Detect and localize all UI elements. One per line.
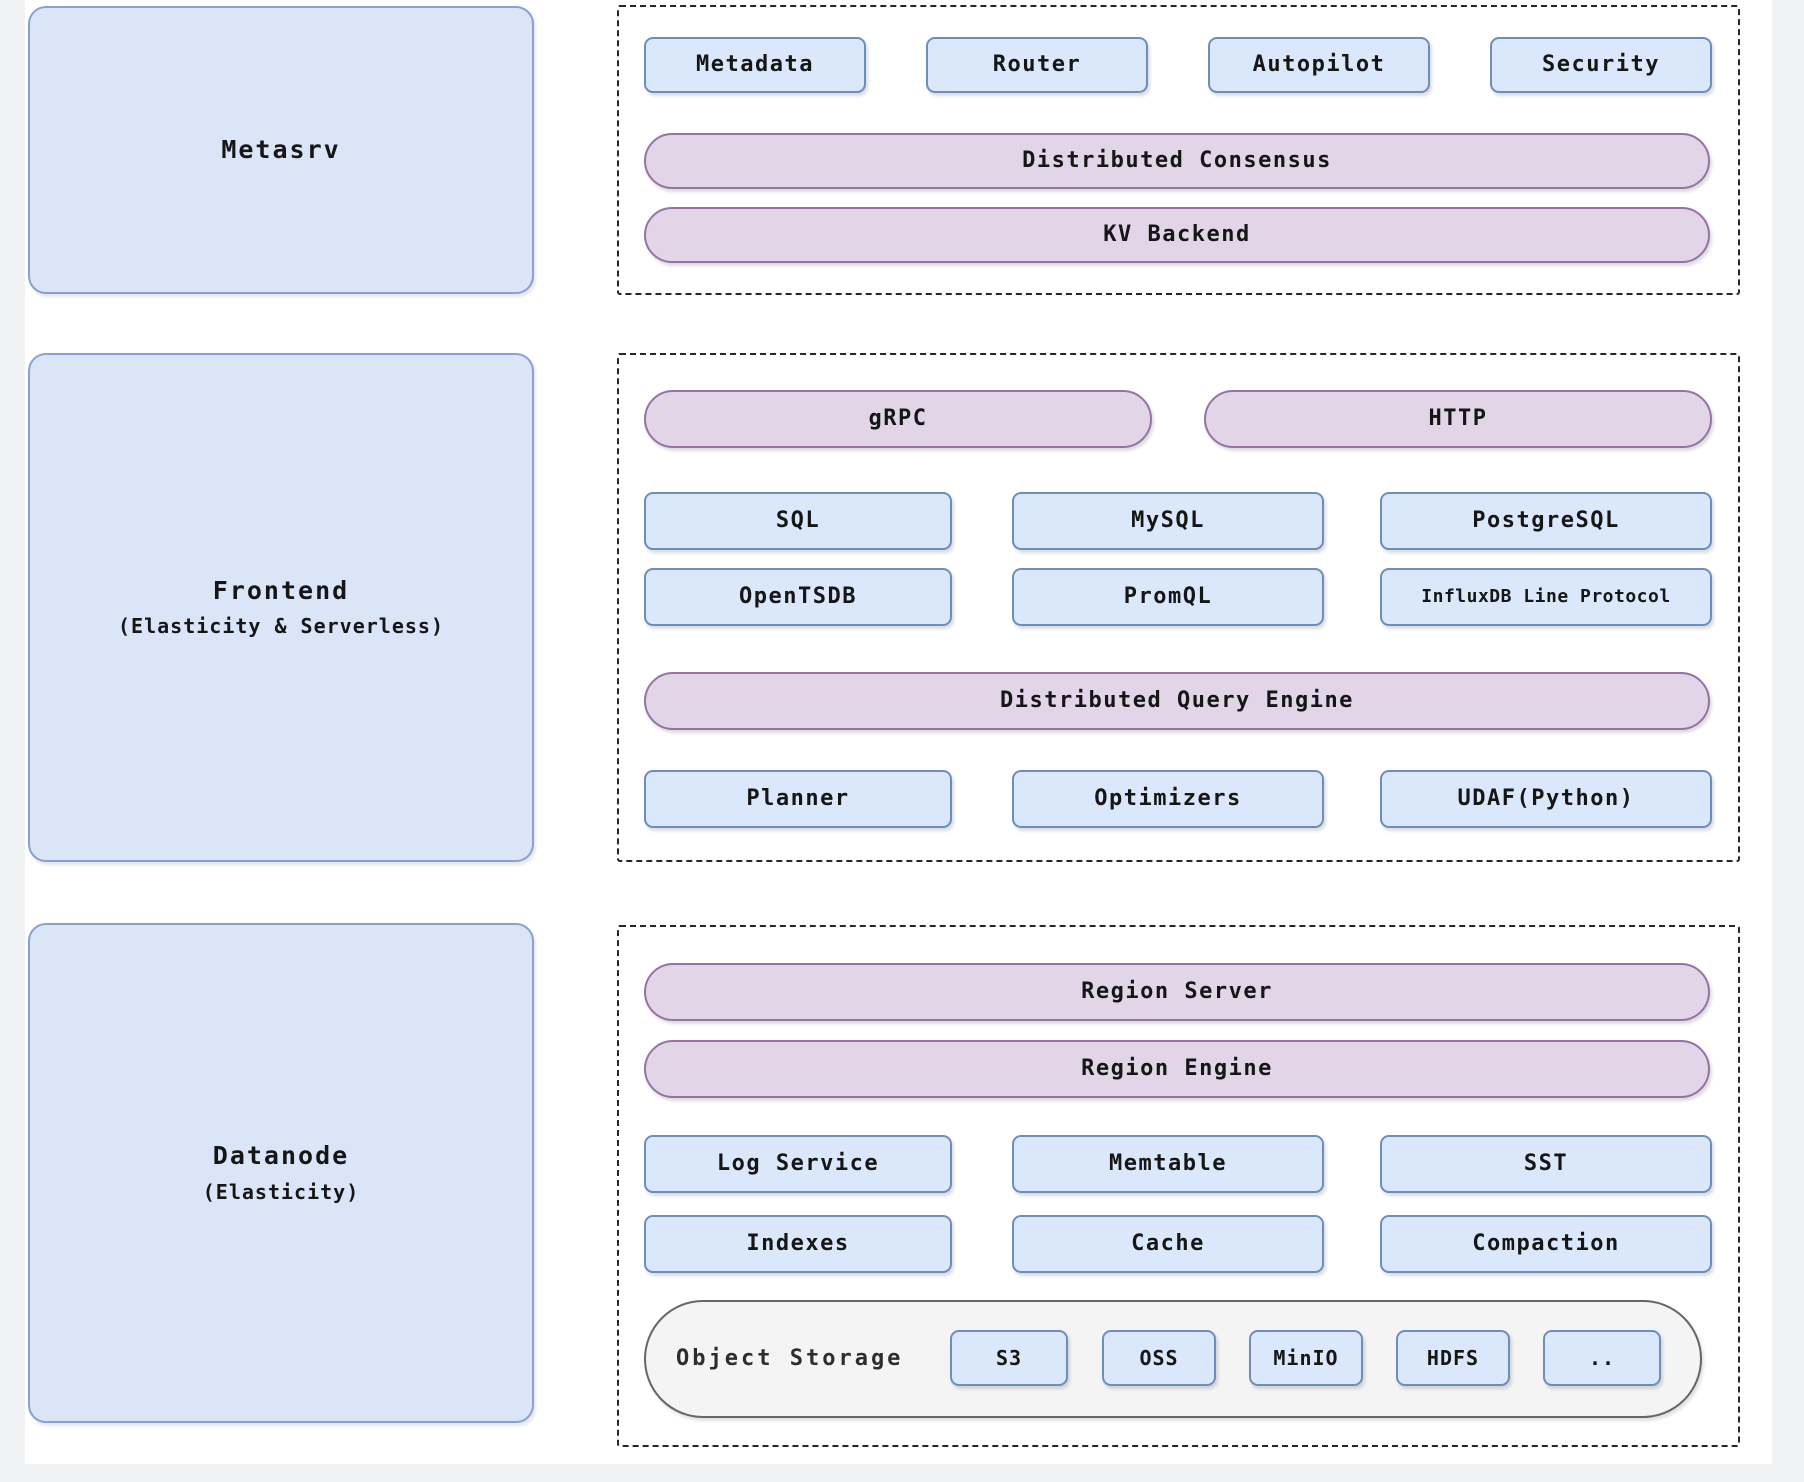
box-udaf-python: UDAF(Python) — [1380, 770, 1712, 828]
box-mysql: MySQL — [1012, 492, 1324, 550]
pill-region-server: Region Server — [644, 963, 1710, 1021]
box-cache: Cache — [1012, 1215, 1324, 1273]
pill-grpc: gRPC — [644, 390, 1152, 448]
box-log-service: Log Service — [644, 1135, 952, 1193]
datanode-panel — [617, 925, 1740, 1447]
frontend-title: Frontend — [212, 575, 350, 605]
box-opentsdb: OpenTSDB — [644, 568, 952, 626]
box-minio: MinIO — [1249, 1330, 1363, 1386]
frontend-panel — [617, 353, 1740, 862]
box-indexes: Indexes — [644, 1215, 952, 1273]
box-security: Security — [1490, 37, 1712, 93]
box-router: Router — [926, 37, 1148, 93]
datanode-subtitle: (Elasticity) — [202, 1179, 360, 1204]
box-sst: SST — [1380, 1135, 1712, 1193]
box-autopilot: Autopilot — [1208, 37, 1430, 93]
pill-kv-backend: KV Backend — [644, 207, 1710, 263]
pill-http: HTTP — [1204, 390, 1712, 448]
object-storage-label: Object Storage — [676, 1346, 904, 1372]
metasrv-node: Metasrv — [28, 6, 534, 294]
frontend-subtitle: (Elasticity & Serverless) — [117, 614, 445, 639]
pill-distributed-query-engine: Distributed Query Engine — [644, 672, 1710, 730]
box-sql: SQL — [644, 492, 952, 550]
box-s3: S3 — [950, 1330, 1068, 1386]
pill-distributed-consensus: Distributed Consensus — [644, 133, 1710, 189]
box-promql: PromQL — [1012, 568, 1324, 626]
box-metadata: Metadata — [644, 37, 866, 93]
box-postgresql: PostgreSQL — [1380, 492, 1712, 550]
metasrv-panel — [617, 5, 1740, 295]
metasrv-title: Metasrv — [221, 134, 341, 164]
box-oss: OSS — [1102, 1330, 1216, 1386]
box-planner: Planner — [644, 770, 952, 828]
datanode-title: Datanode — [212, 1141, 350, 1171]
box-hdfs: HDFS — [1396, 1330, 1510, 1386]
box-more-backends: .. — [1543, 1330, 1661, 1386]
datanode-node: Datanode (Elasticity) — [28, 923, 534, 1423]
box-influxdb-line-protocol: InfluxDB Line Protocol — [1380, 568, 1712, 626]
box-memtable: Memtable — [1012, 1135, 1324, 1193]
box-compaction: Compaction — [1380, 1215, 1712, 1273]
box-optimizers: Optimizers — [1012, 770, 1324, 828]
frontend-node: Frontend (Elasticity & Serverless) — [28, 353, 534, 862]
pill-region-engine: Region Engine — [644, 1040, 1710, 1098]
